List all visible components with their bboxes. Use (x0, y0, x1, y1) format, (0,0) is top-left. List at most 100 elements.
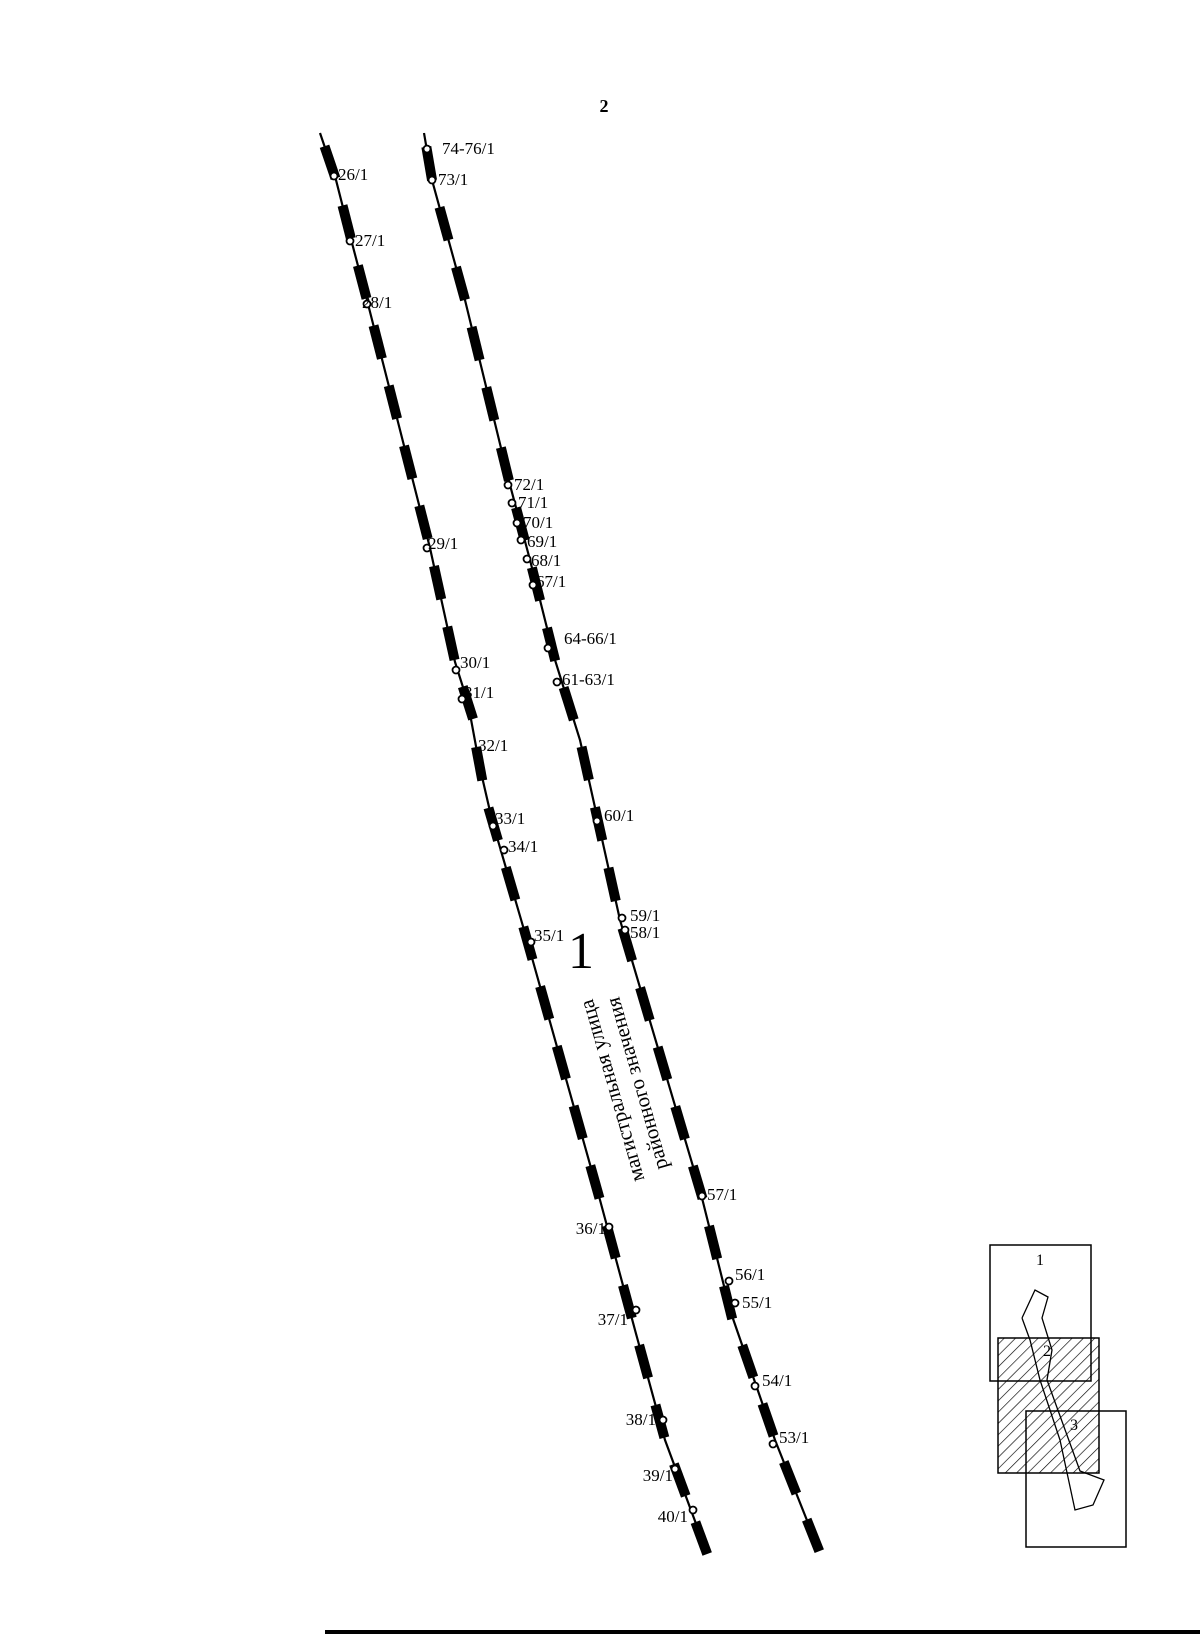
stop-label: 67/1 (536, 572, 566, 591)
stop-label: 68/1 (531, 551, 561, 570)
stop-label: 35/1 (534, 926, 564, 945)
track-segment (353, 264, 372, 300)
track-segment (652, 1045, 673, 1082)
right-line-track (422, 132, 820, 1549)
stop-label: 31/1 (464, 683, 494, 702)
track-segment (542, 626, 561, 663)
sheet-1-number: 1 (1036, 1252, 1044, 1269)
track-segment (399, 444, 418, 481)
stop-marker (427, 175, 437, 185)
stop-label: 40/1 (658, 1507, 688, 1526)
stop-marker (528, 580, 538, 590)
stop-marker (750, 1381, 760, 1391)
zone-number: 1 (568, 923, 594, 980)
stop-marker (451, 665, 461, 675)
stop-label: 71/1 (518, 493, 548, 512)
right-line-labels: 74-76/1 73/1 72/1 71/1 70/1 69/1 68/1 67… (438, 139, 809, 1447)
stop-label: 59/1 (630, 906, 660, 925)
stop-label: 33/1 (495, 809, 525, 828)
track-segment (535, 985, 555, 1021)
track-segment (337, 204, 356, 240)
track-segment (471, 746, 488, 782)
stop-label: 28/1 (362, 293, 392, 312)
stop-label: 64-66/1 (564, 629, 617, 648)
track-segment (481, 386, 500, 422)
stop-label: 26/1 (338, 165, 368, 184)
stop-label: 36/1 (576, 1219, 606, 1238)
stop-label: 53/1 (779, 1428, 809, 1447)
stop-marker (362, 299, 372, 309)
stop-marker (507, 498, 517, 508)
stop-label: 30/1 (460, 653, 490, 672)
track-segment (451, 265, 470, 302)
stop-label: 37/1 (598, 1310, 628, 1329)
right-line (421, 132, 824, 1554)
track-segment (576, 745, 594, 782)
track-segment (779, 1460, 802, 1496)
track-segment (757, 1402, 779, 1438)
stop-label: 61-63/1 (562, 670, 615, 689)
right-line-ties (421, 146, 824, 1554)
stop-marker (516, 535, 526, 545)
track-segment (457, 685, 478, 721)
stop-label: 58/1 (630, 923, 660, 942)
street-name: магистральная улица районного значения (574, 994, 673, 1184)
track-segment (434, 205, 454, 242)
stop-label: 69/1 (527, 532, 557, 551)
track-segment (617, 926, 637, 963)
track-segment (737, 1343, 759, 1380)
track-segment (496, 446, 514, 482)
stop-marker (499, 845, 509, 855)
stop-label: 72/1 (514, 475, 544, 494)
stop-label: 73/1 (438, 170, 468, 189)
track-segment (634, 1343, 653, 1380)
stop-label: 34/1 (508, 837, 538, 856)
stop-marker (620, 925, 630, 935)
track-segment (690, 1520, 712, 1556)
track-segment (551, 1044, 571, 1081)
track-segment (670, 1105, 690, 1141)
track-segment (319, 144, 341, 181)
stop-marker (522, 554, 532, 564)
sheet-2-number: 2 (1043, 1343, 1051, 1360)
stop-marker (503, 480, 513, 490)
track-segment (368, 324, 387, 360)
stop-label: 32/1 (478, 736, 508, 755)
track-segment (466, 325, 485, 362)
stop-label: 29/1 (428, 534, 458, 553)
stop-label: 54/1 (762, 1371, 792, 1390)
stop-label: 27/1 (355, 231, 385, 250)
stop-label: 39/1 (643, 1466, 673, 1485)
track-segment (688, 1164, 708, 1201)
track-segment (635, 986, 655, 1022)
stop-label: 55/1 (742, 1293, 772, 1312)
track-segment (585, 1164, 605, 1200)
left-line-labels: 26/1 27/1 28/1 29/1 30/1 31/1 32/1 33/1 … (338, 165, 688, 1526)
track-segment (442, 625, 460, 661)
stop-label: 74-76/1 (442, 139, 495, 158)
stop-label: 56/1 (735, 1265, 765, 1284)
stop-marker (422, 144, 432, 154)
stop-marker (604, 1222, 614, 1232)
sheet-index-map: 1 2 3 (989, 1244, 1127, 1548)
stop-marker (552, 677, 562, 687)
stop-marker (512, 518, 522, 528)
track-segment (568, 1104, 588, 1141)
stop-marker (697, 1191, 707, 1201)
stop-label: 38/1 (626, 1410, 656, 1429)
track-segment (383, 384, 402, 420)
sheet-3-number: 3 (1070, 1417, 1078, 1434)
stop-marker (670, 1464, 680, 1474)
stop-marker (617, 913, 627, 923)
track-segment (603, 866, 621, 903)
stop-marker (543, 643, 553, 653)
stop-marker (768, 1439, 778, 1449)
stop-label: 60/1 (604, 806, 634, 825)
stop-marker (457, 694, 467, 704)
track-segment (719, 1284, 738, 1321)
track-segment (558, 685, 579, 722)
track-segment (421, 146, 437, 182)
page-number: 2 (600, 96, 609, 116)
track-segment (414, 504, 433, 541)
